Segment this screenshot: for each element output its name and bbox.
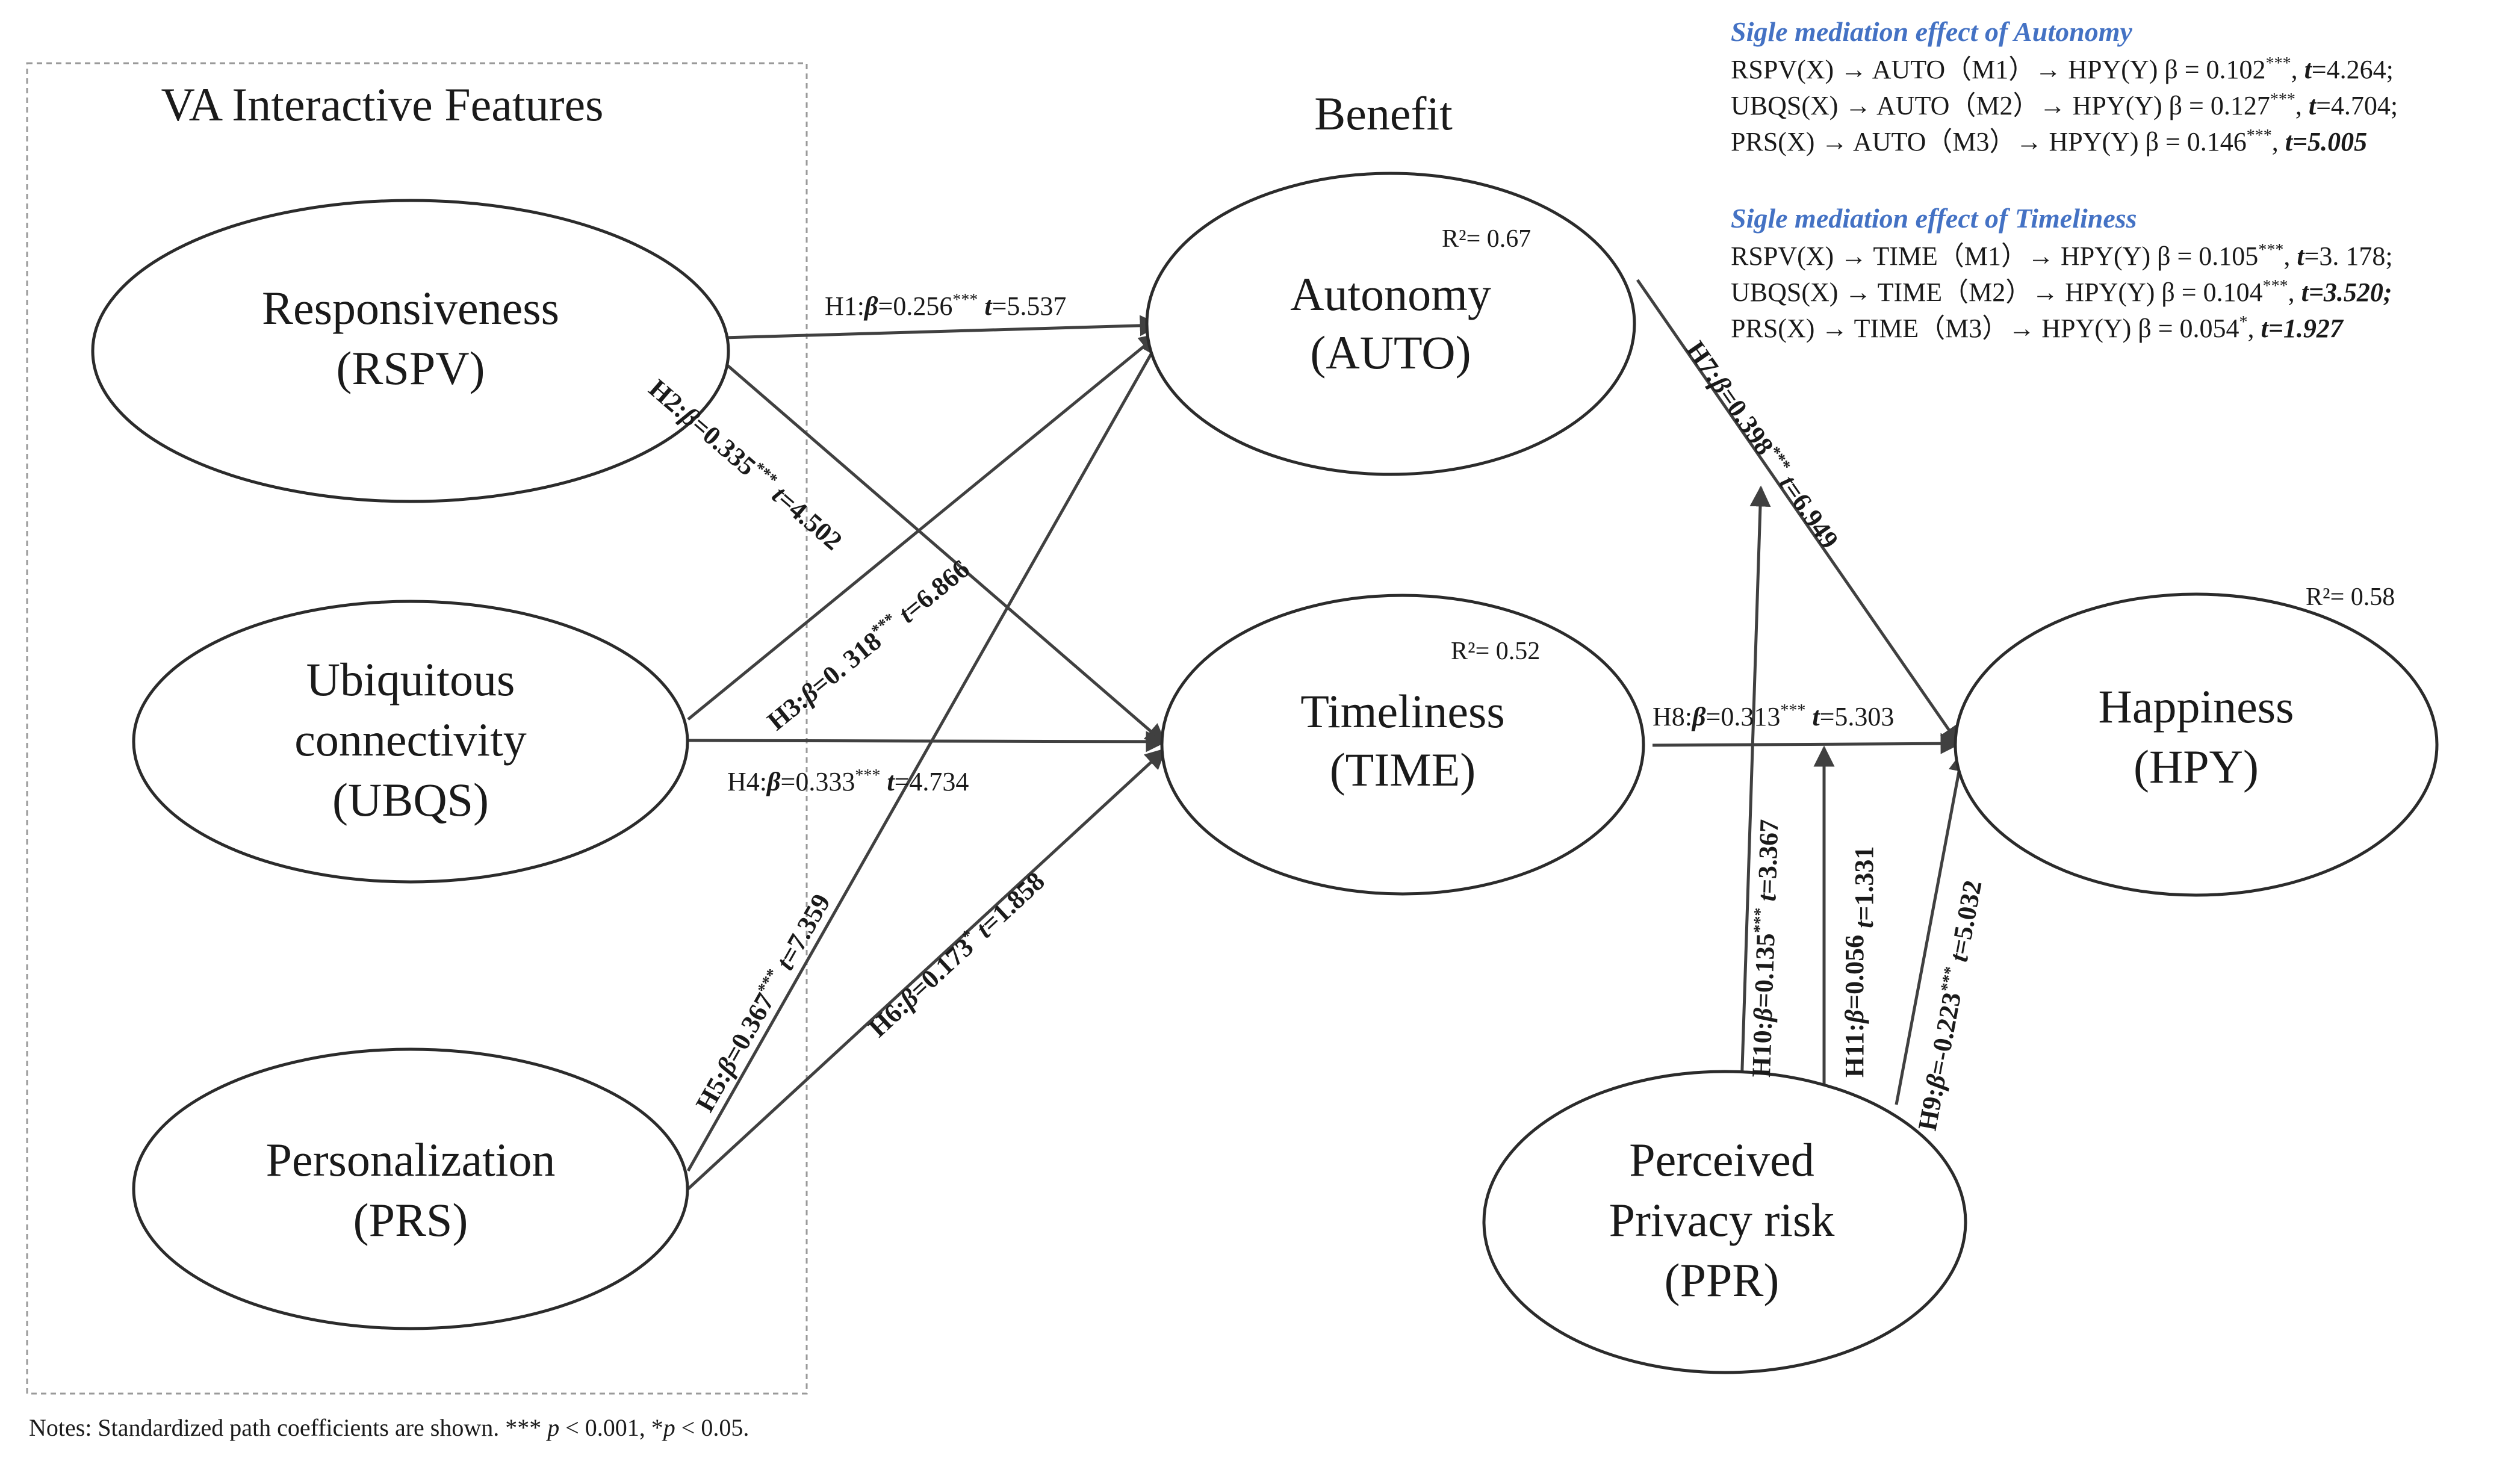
path-label-h6: H6:β=0.173* t=1.858 bbox=[863, 866, 1051, 1043]
node-ppr-label-2: Privacy risk bbox=[1609, 1194, 1835, 1246]
path-label-h3: H3:β=0. 318*** t=6.866 bbox=[762, 553, 975, 736]
node-rspv-label-1: Responsiveness bbox=[262, 282, 559, 334]
node-hpy-label-1: Happiness bbox=[2099, 680, 2294, 733]
path-label-h8: H8:β=0.313*** t=5.303 bbox=[1653, 701, 1894, 731]
arrow-h10 bbox=[1740, 485, 1771, 1087]
mediation-autonomy-line-3: PRS(X) → AUTO（M3）→ HPY(Y) β = 0.146***, … bbox=[1731, 126, 2367, 157]
interactive-features-box bbox=[26, 62, 808, 1395]
mediation-autonomy-line-1: RSPV(X) → AUTO（M1）→ HPY(Y) β = 0.102***,… bbox=[1731, 54, 2394, 84]
mediation-autonomy-title: Sigle mediation effect of Autonomy bbox=[1731, 16, 2133, 47]
path-label-h5: H5:β=0.367*** t=7.359 bbox=[689, 889, 836, 1117]
mediation-timeliness-line-3: PRS(X) → TIME（M3）→ HPY(Y) β = 0.054*, t=… bbox=[1731, 313, 2344, 343]
node-prs-label-1: Personalization bbox=[266, 1134, 556, 1186]
group-label-interactive: VA Interactive Features bbox=[161, 78, 604, 131]
path-label-h4: H4:β=0.333*** t=4.734 bbox=[727, 766, 969, 796]
path-label-h10: H10:β=0.135*** t=3.367 bbox=[1746, 819, 1784, 1078]
arrow-h4 bbox=[687, 731, 1167, 752]
node-time-label-2: (TIME) bbox=[1330, 743, 1476, 796]
node-rspv-label-2: (RSPV) bbox=[336, 342, 485, 394]
arrow-h7 bbox=[1636, 279, 1961, 747]
node-time-r2: R²= 0.52 bbox=[1451, 637, 1540, 665]
mediation-timeliness-line-1: RSPV(X) → TIME（M1）→ HPY(Y) β = 0.105***,… bbox=[1731, 241, 2393, 271]
node-ppr-label-1: Perceived bbox=[1629, 1134, 1814, 1186]
node-ubqs-label-3: (UBQS) bbox=[332, 774, 489, 826]
node-time bbox=[1160, 594, 1645, 896]
node-prs bbox=[132, 1047, 689, 1330]
node-ppr bbox=[1482, 1070, 1967, 1374]
path-label-h9: H9:β=-0.223*** t=5.032 bbox=[1912, 878, 1988, 1133]
node-ubqs-label-2: connectivity bbox=[294, 713, 527, 766]
node-auto-label-2: (AUTO) bbox=[1310, 326, 1471, 379]
node-hpy-label-2: (HPY) bbox=[2134, 740, 2259, 793]
arrow-h3 bbox=[687, 332, 1161, 721]
arrow-h8 bbox=[1652, 733, 1962, 754]
mediation-timeliness-title: Sigle mediation effect of Timeliness bbox=[1731, 203, 2137, 234]
node-rspv bbox=[91, 199, 730, 503]
mediation-timeliness-line-2: UBQS(X) → TIME（M2）→ HPY(Y) β = 0.104***,… bbox=[1731, 277, 2392, 307]
node-auto bbox=[1145, 172, 1636, 476]
path-label-h2: H2:β=0.335*** t=4.502 bbox=[643, 373, 848, 556]
node-hpy-r2: R²= 0.58 bbox=[2306, 583, 2395, 611]
arrows bbox=[640, 279, 1970, 1190]
node-ubqs-label-1: Ubiquitous bbox=[306, 653, 515, 706]
arrow-h5 bbox=[686, 335, 1162, 1172]
node-hpy bbox=[1954, 592, 2439, 897]
node-ppr-label-3: (PPR) bbox=[1665, 1254, 1780, 1306]
group-label-benefit: Benefit bbox=[1314, 87, 1453, 140]
path-label-h1: H1:β=0.256*** t=5.537 bbox=[825, 291, 1066, 321]
notes: Notes: Standardized path coefficients ar… bbox=[29, 1414, 749, 1441]
constructs bbox=[91, 172, 2439, 1374]
node-time-label-1: Timeliness bbox=[1300, 685, 1505, 737]
path-label-h11: H11:β=0.056 t=1.331 bbox=[1840, 846, 1879, 1078]
node-auto-r2: R²= 0.67 bbox=[1442, 225, 1531, 253]
arrow-h9 bbox=[1895, 750, 1970, 1105]
path-label-h7: H7:β=0.398*** t=6.949 bbox=[1681, 335, 1845, 554]
node-prs-label-2: (PRS) bbox=[353, 1194, 468, 1246]
node-auto-label-1: Autonomy bbox=[1290, 268, 1491, 320]
arrow-h6 bbox=[687, 748, 1167, 1190]
arrow-h2 bbox=[640, 290, 1167, 745]
mediation-autonomy-line-2: UBQS(X) → AUTO（M2）→ HPY(Y) β = 0.127***,… bbox=[1731, 90, 2398, 120]
node-ubqs bbox=[132, 600, 689, 884]
